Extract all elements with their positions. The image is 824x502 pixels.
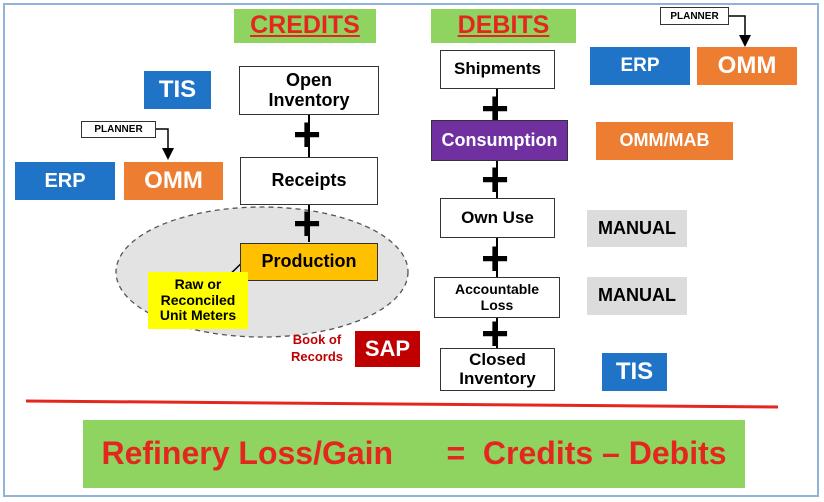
planner-left-label: PLANNER (81, 121, 156, 138)
planner-left-arrow (156, 128, 174, 160)
tis-right-box: TIS (602, 353, 667, 391)
sap-box: SAP (355, 331, 420, 367)
credits-plus-1: + (293, 109, 322, 162)
credits-plus-2: + (293, 198, 322, 251)
formula-banner: Refinery Loss/Gain = Credits – Debits (83, 420, 745, 488)
omm-right-box: OMM (697, 47, 797, 85)
formula-text: Refinery Loss/Gain = Credits – Debits (101, 435, 727, 472)
debits-plus-3: + (481, 233, 510, 286)
open-inventory-box: Open Inventory (239, 66, 379, 115)
manual-own-use-box: MANUAL (587, 210, 687, 247)
tis-left-box: TIS (144, 71, 211, 109)
unit-meters-box: Raw or Reconciled Unit Meters (148, 272, 248, 329)
accountable-loss-box: Accountable Loss (434, 277, 560, 318)
consumption-box: Consumption (431, 120, 568, 161)
omm-left-box: OMM (124, 162, 223, 200)
debits-header: DEBITS (431, 9, 576, 43)
debits-plus-2: + (481, 154, 510, 207)
shipments-box: Shipments (440, 50, 555, 89)
book-of-records-label: Book of Records (290, 332, 344, 364)
planner-right-arrow (729, 15, 751, 47)
erp-left-box: ERP (15, 162, 115, 200)
erp-right-box: ERP (590, 47, 690, 85)
production-box: Production (240, 243, 378, 281)
planner-right-label: PLANNER (660, 7, 729, 25)
own-use-box: Own Use (440, 198, 555, 238)
diagram-frame (3, 3, 819, 497)
receipts-box: Receipts (240, 157, 378, 205)
closed-inventory-box: Closed Inventory (440, 348, 555, 391)
omm-mab-box: OMM/MAB (596, 122, 733, 160)
credits-header: CREDITS (234, 9, 376, 43)
manual-loss-box: MANUAL (587, 277, 687, 315)
separator-line (25, 399, 779, 409)
